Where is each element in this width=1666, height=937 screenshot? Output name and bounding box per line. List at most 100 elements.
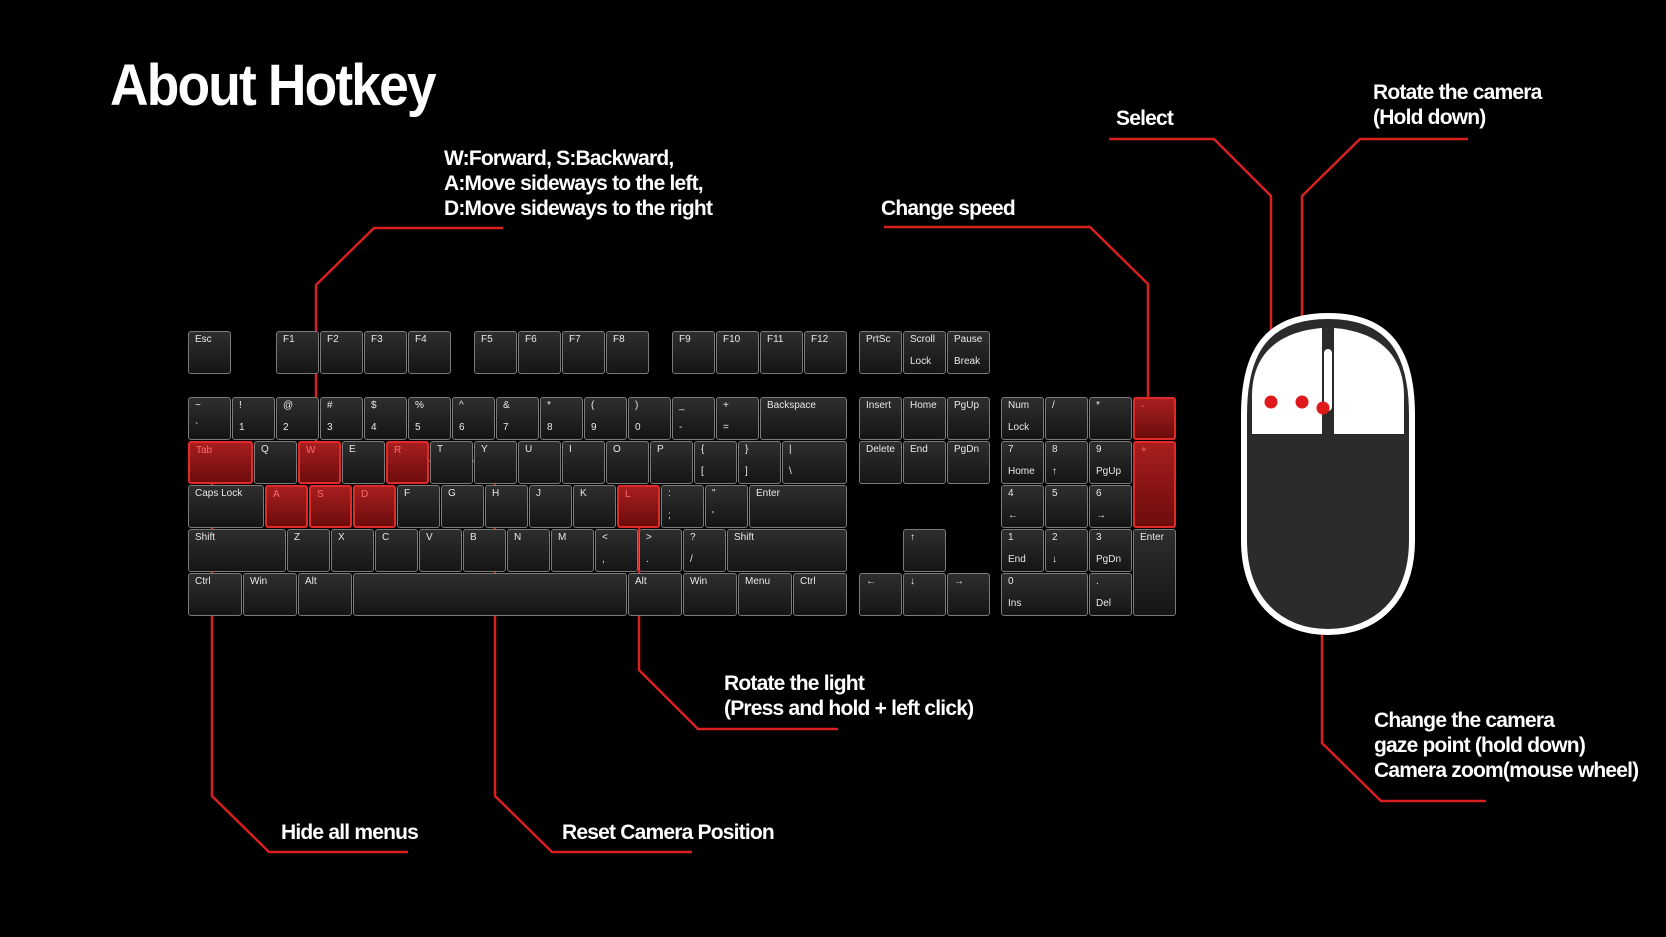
key-esc: Esc — [188, 331, 231, 374]
page-title: About Hotkey — [110, 53, 437, 118]
key-n6: ^6 — [452, 397, 495, 440]
key-slash: ?/ — [683, 529, 726, 572]
rotate-point-marker — [1295, 395, 1309, 409]
key-comma: <, — [595, 529, 638, 572]
key-period: >. — [639, 529, 682, 572]
key-n: N — [507, 529, 550, 572]
rotate-light-label: Rotate the light(Press and hold + left c… — [724, 672, 974, 720]
select-connector — [1109, 137, 1273, 402]
key-h: H — [485, 485, 528, 528]
key-z: Z — [287, 529, 330, 572]
key-n1: !1 — [232, 397, 275, 440]
select-point-marker — [1264, 395, 1278, 409]
key-f6: F6 — [518, 331, 561, 374]
key-ralt: Alt — [628, 573, 682, 616]
key-rwin: Win — [683, 573, 737, 616]
key-f10: F10 — [716, 331, 759, 374]
key-lctrl: Ctrl — [188, 573, 242, 616]
wheel-point-marker — [1316, 401, 1330, 415]
reset-camera-label: Reset Camera Position — [562, 821, 775, 844]
key-prtsc: PrtSc — [859, 331, 902, 374]
key-c: C — [375, 529, 418, 572]
key-y: Y — [474, 441, 517, 484]
key-rctrl: Ctrl — [793, 573, 847, 616]
key-pgdn: PgDn — [947, 441, 990, 484]
key-f9: F9 — [672, 331, 715, 374]
key-np6: 6→ — [1089, 485, 1132, 528]
key-p: P — [650, 441, 693, 484]
key-n9: (9 — [584, 397, 627, 440]
mouse-right-button — [1334, 328, 1404, 434]
key-minus: _- — [672, 397, 715, 440]
key-npplus: + — [1133, 441, 1176, 528]
key-f7: F7 — [562, 331, 605, 374]
key-npenter: Enter — [1133, 529, 1176, 616]
key-npmul: * — [1089, 397, 1132, 440]
key-left: ← — [859, 573, 902, 616]
key-n0: )0 — [628, 397, 671, 440]
key-space — [353, 573, 627, 616]
key-n2: @2 — [276, 397, 319, 440]
key-np2: 2↓ — [1045, 529, 1088, 572]
key-l: L — [617, 485, 660, 528]
key-g: G — [441, 485, 484, 528]
key-up: ↑ — [903, 529, 946, 572]
key-u: U — [518, 441, 561, 484]
key-f: F — [397, 485, 440, 528]
key-npminus: - — [1133, 397, 1176, 440]
key-n8: *8 — [540, 397, 583, 440]
wasd-label: W:Forward, S:Backward,A:Move sideways to… — [444, 147, 713, 220]
key-end: End — [903, 441, 946, 484]
key-enter: Enter — [749, 485, 847, 528]
key-pgup: PgUp — [947, 397, 990, 440]
key-lalt: Alt — [298, 573, 352, 616]
key-f8: F8 — [606, 331, 649, 374]
key-npdiv: / — [1045, 397, 1088, 440]
mouse — [1241, 312, 1415, 636]
key-quote: "' — [705, 485, 748, 528]
hide-menus-label: Hide all menus — [281, 821, 419, 844]
key-home: Home — [903, 397, 946, 440]
key-np5: 5 — [1045, 485, 1088, 528]
key-tilde: ~` — [188, 397, 231, 440]
key-e: E — [342, 441, 385, 484]
key-a: A — [265, 485, 308, 528]
key-n3: #3 — [320, 397, 363, 440]
hide-menus-connector — [210, 478, 408, 854]
key-r: R — [386, 441, 429, 484]
change-speed-label: Change speed — [881, 197, 1016, 220]
key-x: X — [331, 529, 374, 572]
key-f2: F2 — [320, 331, 363, 374]
key-backspace: Backspace — [760, 397, 847, 440]
key-t: T — [430, 441, 473, 484]
key-rbr: }] — [738, 441, 781, 484]
key-rshift: Shift — [727, 529, 847, 572]
select-label: Select — [1116, 107, 1174, 130]
key-np8: 8↑ — [1045, 441, 1088, 484]
speed-connector — [884, 225, 1150, 419]
key-right: → — [947, 573, 990, 616]
key-down: ↓ — [903, 573, 946, 616]
key-d: D — [353, 485, 396, 528]
key-n4: $4 — [364, 397, 407, 440]
key-menu: Menu — [738, 573, 792, 616]
key-plus: += — [716, 397, 759, 440]
key-f3: F3 — [364, 331, 407, 374]
key-bsl: |\ — [782, 441, 847, 484]
key-f1: F1 — [276, 331, 319, 374]
key-caps: Caps Lock — [188, 485, 264, 528]
key-npdot: .Del — [1089, 573, 1132, 616]
key-tab: Tab — [188, 441, 253, 484]
key-f5: F5 — [474, 331, 517, 374]
key-lbr: {[ — [694, 441, 737, 484]
key-k: K — [573, 485, 616, 528]
rotate-camera-label: Rotate the camera(Hold down) — [1373, 81, 1542, 129]
